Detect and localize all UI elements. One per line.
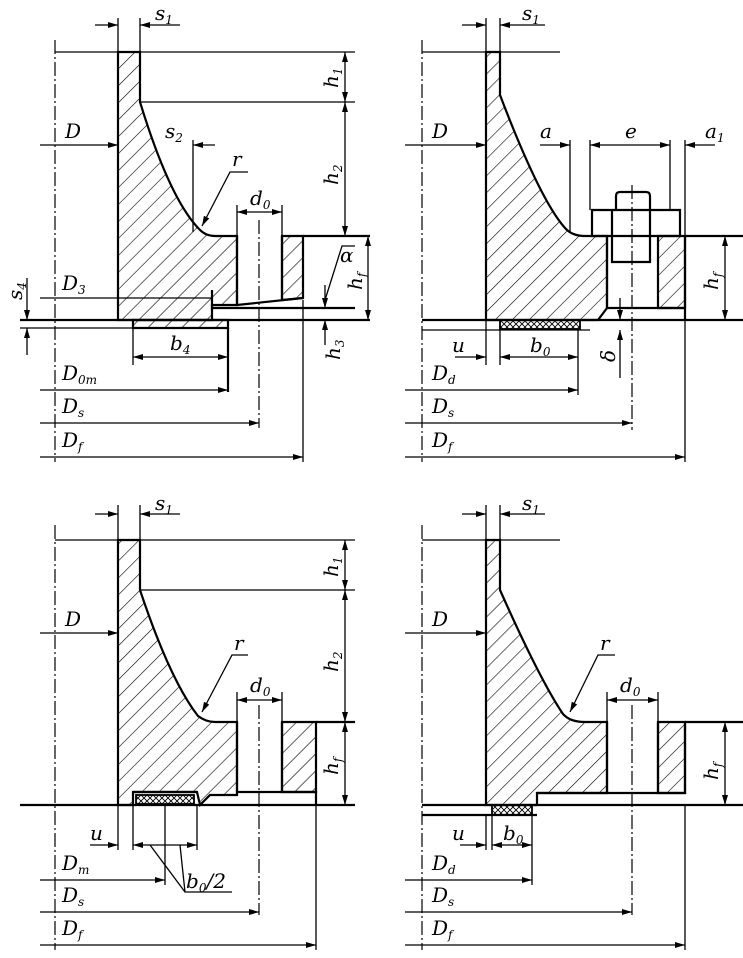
flange-section bbox=[484, 50, 609, 322]
label-e: e bbox=[625, 119, 637, 143]
flange-section bbox=[116, 50, 239, 322]
label-d0: d0 bbox=[620, 673, 641, 699]
label-u: u bbox=[452, 821, 465, 845]
label-hf: hf bbox=[343, 270, 369, 290]
label-D3: D3 bbox=[61, 271, 86, 297]
label-r: r bbox=[232, 147, 243, 171]
label-h3: h3 bbox=[321, 339, 347, 360]
label-Dm: Dm bbox=[61, 851, 89, 877]
label-h1: h1 bbox=[319, 556, 345, 577]
label-delta: δ bbox=[596, 350, 620, 362]
raised-face bbox=[131, 318, 230, 330]
panel-flange-with-bolt-and-gasket: s1 D a e a1 hf u b0 δ Dd Ds Df bbox=[405, 1, 743, 462]
flange-section bbox=[484, 538, 609, 807]
label-Df: Df bbox=[61, 428, 85, 454]
label-Ds: Ds bbox=[61, 394, 84, 420]
label-s2: s2 bbox=[165, 119, 183, 145]
label-h2: h2 bbox=[319, 164, 345, 185]
panel-flange-with-groove-gasket: s1 h1 h2 hf D r d0 u Dm b0/2 Ds Df bbox=[20, 491, 355, 950]
label-h1: h1 bbox=[319, 67, 345, 88]
label-Ds: Ds bbox=[61, 883, 84, 909]
gasket bbox=[135, 794, 195, 805]
label-s1: s1 bbox=[155, 1, 173, 27]
label-b4: b4 bbox=[170, 331, 190, 357]
flange-section bbox=[116, 538, 239, 808]
label-D: D bbox=[64, 607, 81, 631]
label-Ds: Ds bbox=[431, 394, 454, 420]
label-d0: d0 bbox=[250, 186, 271, 212]
label-u: u bbox=[452, 333, 465, 357]
label-s1: s1 bbox=[522, 1, 540, 27]
label-r: r bbox=[600, 631, 611, 655]
label-D: D bbox=[431, 119, 448, 143]
label-s1: s1 bbox=[155, 491, 173, 517]
label-a: a bbox=[540, 119, 552, 143]
label-Dd: Dd bbox=[431, 361, 456, 387]
label-s4: s4 bbox=[3, 282, 29, 300]
label-Df: Df bbox=[431, 428, 455, 454]
label-r: r bbox=[234, 631, 245, 655]
label-D: D bbox=[64, 119, 81, 143]
label-h2: h2 bbox=[319, 651, 345, 672]
label-hf: hf bbox=[699, 270, 725, 290]
label-Df: Df bbox=[61, 916, 85, 942]
label-b0: b0 bbox=[530, 333, 551, 359]
label-b0-half: b0/2 bbox=[186, 869, 226, 895]
label-b0: b0 bbox=[503, 821, 524, 847]
panel-flange-with-narrow-gasket: s1 D r d0 hf u b0 Dd Ds Df bbox=[405, 491, 743, 950]
gasket bbox=[491, 804, 533, 816]
label-Ds: Ds bbox=[431, 883, 454, 909]
label-D0m: D0m bbox=[61, 361, 97, 387]
label-hf: hf bbox=[699, 760, 725, 780]
label-alpha: α bbox=[340, 243, 354, 267]
label-u: u bbox=[90, 821, 103, 845]
label-d0: d0 bbox=[250, 673, 271, 699]
label-Dd: Dd bbox=[431, 851, 456, 877]
gasket bbox=[499, 319, 581, 330]
panel-weld-neck-flange-raised-face: s1 h1 h2 hf D s2 r d0 α h3 D3 s4 b4 D0m … bbox=[3, 1, 371, 462]
label-a1: a1 bbox=[705, 119, 725, 145]
label-Df: Df bbox=[431, 916, 455, 942]
label-D: D bbox=[431, 607, 448, 631]
label-hf: hf bbox=[319, 755, 345, 775]
flange-rim-section bbox=[280, 234, 305, 302]
label-s1: s1 bbox=[522, 491, 540, 517]
